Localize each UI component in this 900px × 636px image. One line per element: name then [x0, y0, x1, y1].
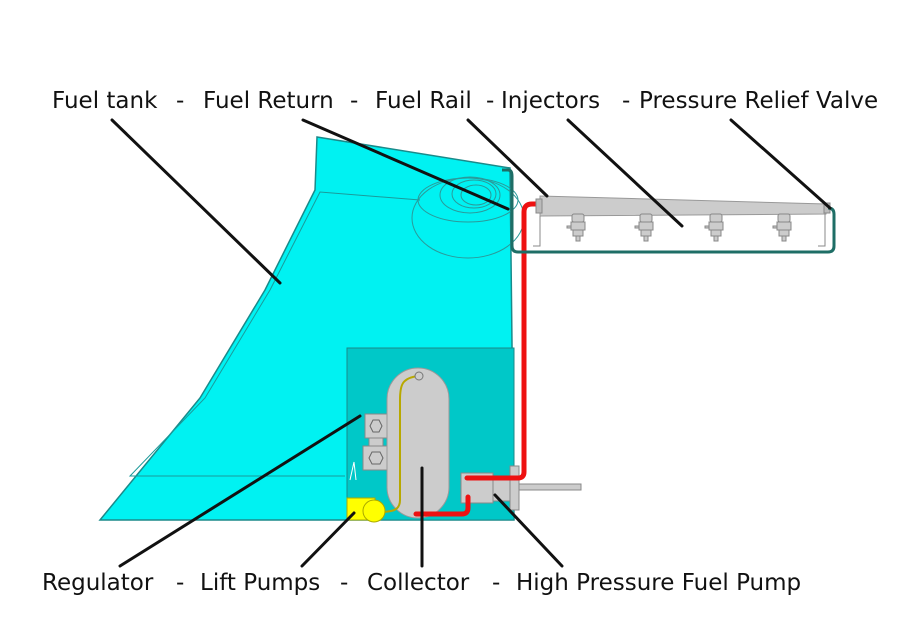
- separator: -: [350, 88, 358, 114]
- lift-pump-feed-line: [379, 375, 419, 513]
- label-lift-pumps: Lift Pumps: [200, 570, 320, 596]
- injectors: [566, 213, 792, 242]
- leader-regulator: [118, 414, 362, 568]
- collector-to-pump-line: [413, 494, 471, 517]
- injector: [634, 213, 654, 242]
- separator: -: [492, 570, 500, 596]
- label-regulator: Regulator: [42, 570, 154, 596]
- regulator: [362, 413, 390, 471]
- bottom-labels: Regulator - Lift Pumps - Collector - Hig…: [42, 570, 801, 596]
- high-pressure-line: [464, 201, 543, 481]
- separator: -: [176, 88, 184, 114]
- label-pressure-relief-valve: Pressure Relief Valve: [639, 88, 878, 114]
- top-labels: Fuel tank - Fuel Return - Fuel Rail - In…: [52, 88, 878, 114]
- label-fuel-return: Fuel Return: [203, 88, 334, 114]
- leader-fuel-return: [301, 118, 510, 211]
- leader-injectors: [566, 118, 684, 228]
- high-pressure-fuel-pump: [460, 465, 582, 511]
- label-high-pressure-fuel-pump: High Pressure Fuel Pump: [516, 570, 801, 596]
- leader-lift-pumps: [300, 511, 356, 568]
- separator: -: [622, 88, 630, 114]
- leader-high-pressure-fuel-pump: [493, 493, 564, 568]
- label-fuel-rail: Fuel Rail: [375, 88, 472, 114]
- injector: [704, 213, 724, 242]
- label-injectors: Injectors: [501, 88, 600, 114]
- leader-lines: [110, 118, 832, 568]
- leader-fuel-tank: [110, 118, 282, 285]
- rail-inlet-fitting: [535, 198, 543, 214]
- leader-pressure-relief-valve: [729, 118, 832, 210]
- separator: -: [340, 570, 348, 596]
- injector: [566, 213, 586, 242]
- label-fuel-tank: Fuel tank: [52, 88, 158, 114]
- fuel-return-line: [502, 168, 836, 254]
- leader-fuel-rail: [466, 118, 549, 198]
- float-arm: [349, 461, 357, 481]
- collector-body: [386, 367, 450, 519]
- fuel-rail: [533, 195, 831, 247]
- lift-pumps: [346, 497, 386, 523]
- separator: -: [486, 88, 494, 114]
- injector: [772, 213, 792, 242]
- collector-inlet-fitting: [414, 371, 424, 381]
- fuel-tank-inner-outline: [128, 191, 421, 477]
- separator: -: [176, 570, 184, 596]
- label-collector: Collector: [367, 570, 470, 596]
